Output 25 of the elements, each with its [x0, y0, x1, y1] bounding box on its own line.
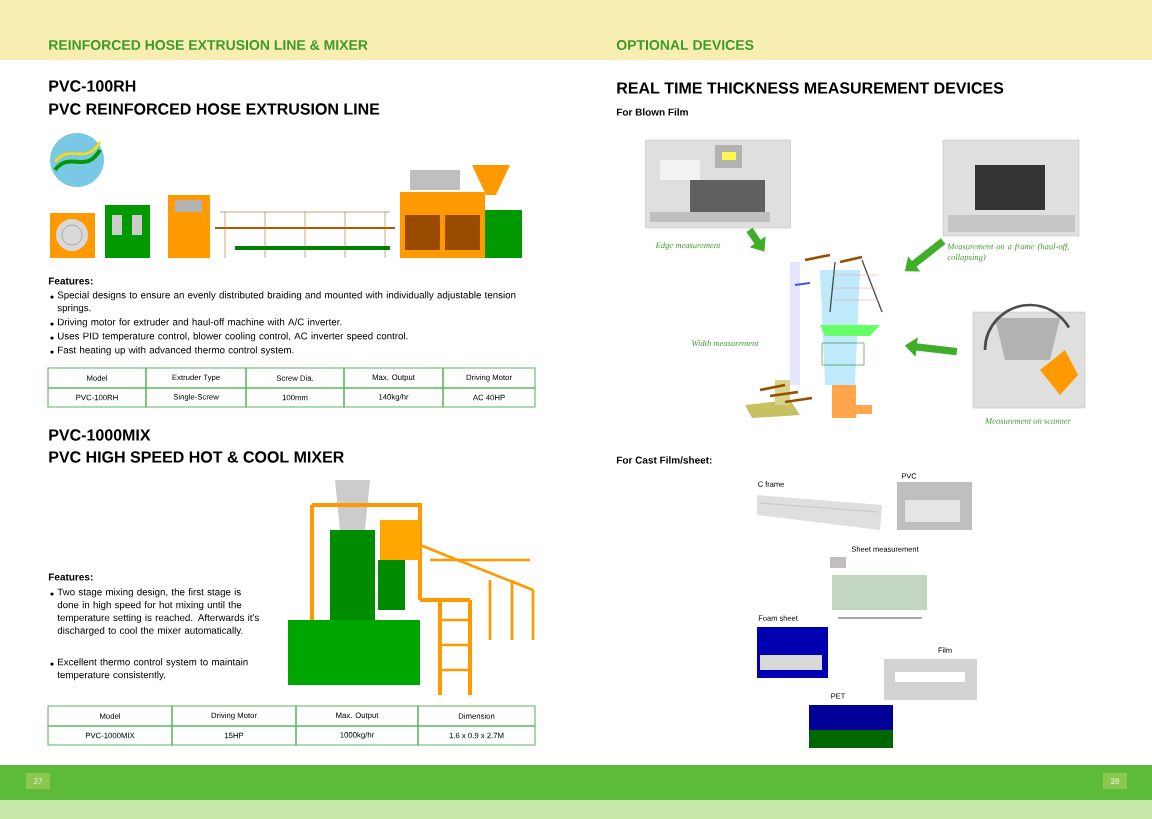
section-header: OPTIONAL DEVICES [616, 40, 754, 50]
product-heading: PVC HIGH SPEED HOT & COOL MIXER [49, 451, 344, 463]
subheading: For Blown Film [616, 108, 688, 116]
bullet-item: Special designs to ensure an evenly distributed braiding and mounted with individually adjustable tension springs. [50, 291, 516, 314]
bullet-item: Two stage mixing design, the first stage is done in high speed for hot mixing until the temperature setting is reached. Afterwards it's discharged to cool the mixer automatically. [50, 588, 259, 636]
features-heading: Features: [48, 277, 93, 285]
section-header: REINFORCED HOSE EXTRUSION LINE & MIXER [49, 40, 368, 50]
arrow [746, 227, 766, 252]
photo-caption: Edge measurement [655, 242, 721, 250]
section-heading: REAL TIME THICKNESS MEASUREMENT DEVICES [617, 82, 1004, 94]
bullet-item: Excellent thermo control system to maintain temperature consistently. [50, 658, 248, 681]
bullet-item: Fast heating up with advanced thermo control system. [50, 346, 294, 356]
bullet-item: Uses PID temperature control, blower cooling control, AC inverter speed control. [50, 332, 408, 342]
photo-caption: Measurement on scanner [984, 418, 1071, 424]
device-photo [942, 139, 1080, 237]
photo-caption: Measurement on a frame (haul-off, collapsing) [947, 243, 1069, 262]
features-heading: Features: [48, 573, 93, 581]
product-heading: PVC REINFORCED HOSE EXTRUSION LINE [49, 103, 380, 115]
device-photo [645, 139, 791, 229]
subheading: For Cast Film/sheet: [616, 456, 712, 464]
model-heading: PVC-100RH [49, 80, 136, 92]
photo-caption: Width measurement [691, 340, 759, 347]
bullet-item: Driving motor for extruder and haul-off machine with A/C inverter. [50, 318, 342, 328]
device-photo [972, 303, 1086, 409]
model-heading: PVC-1000MIX [49, 429, 151, 441]
